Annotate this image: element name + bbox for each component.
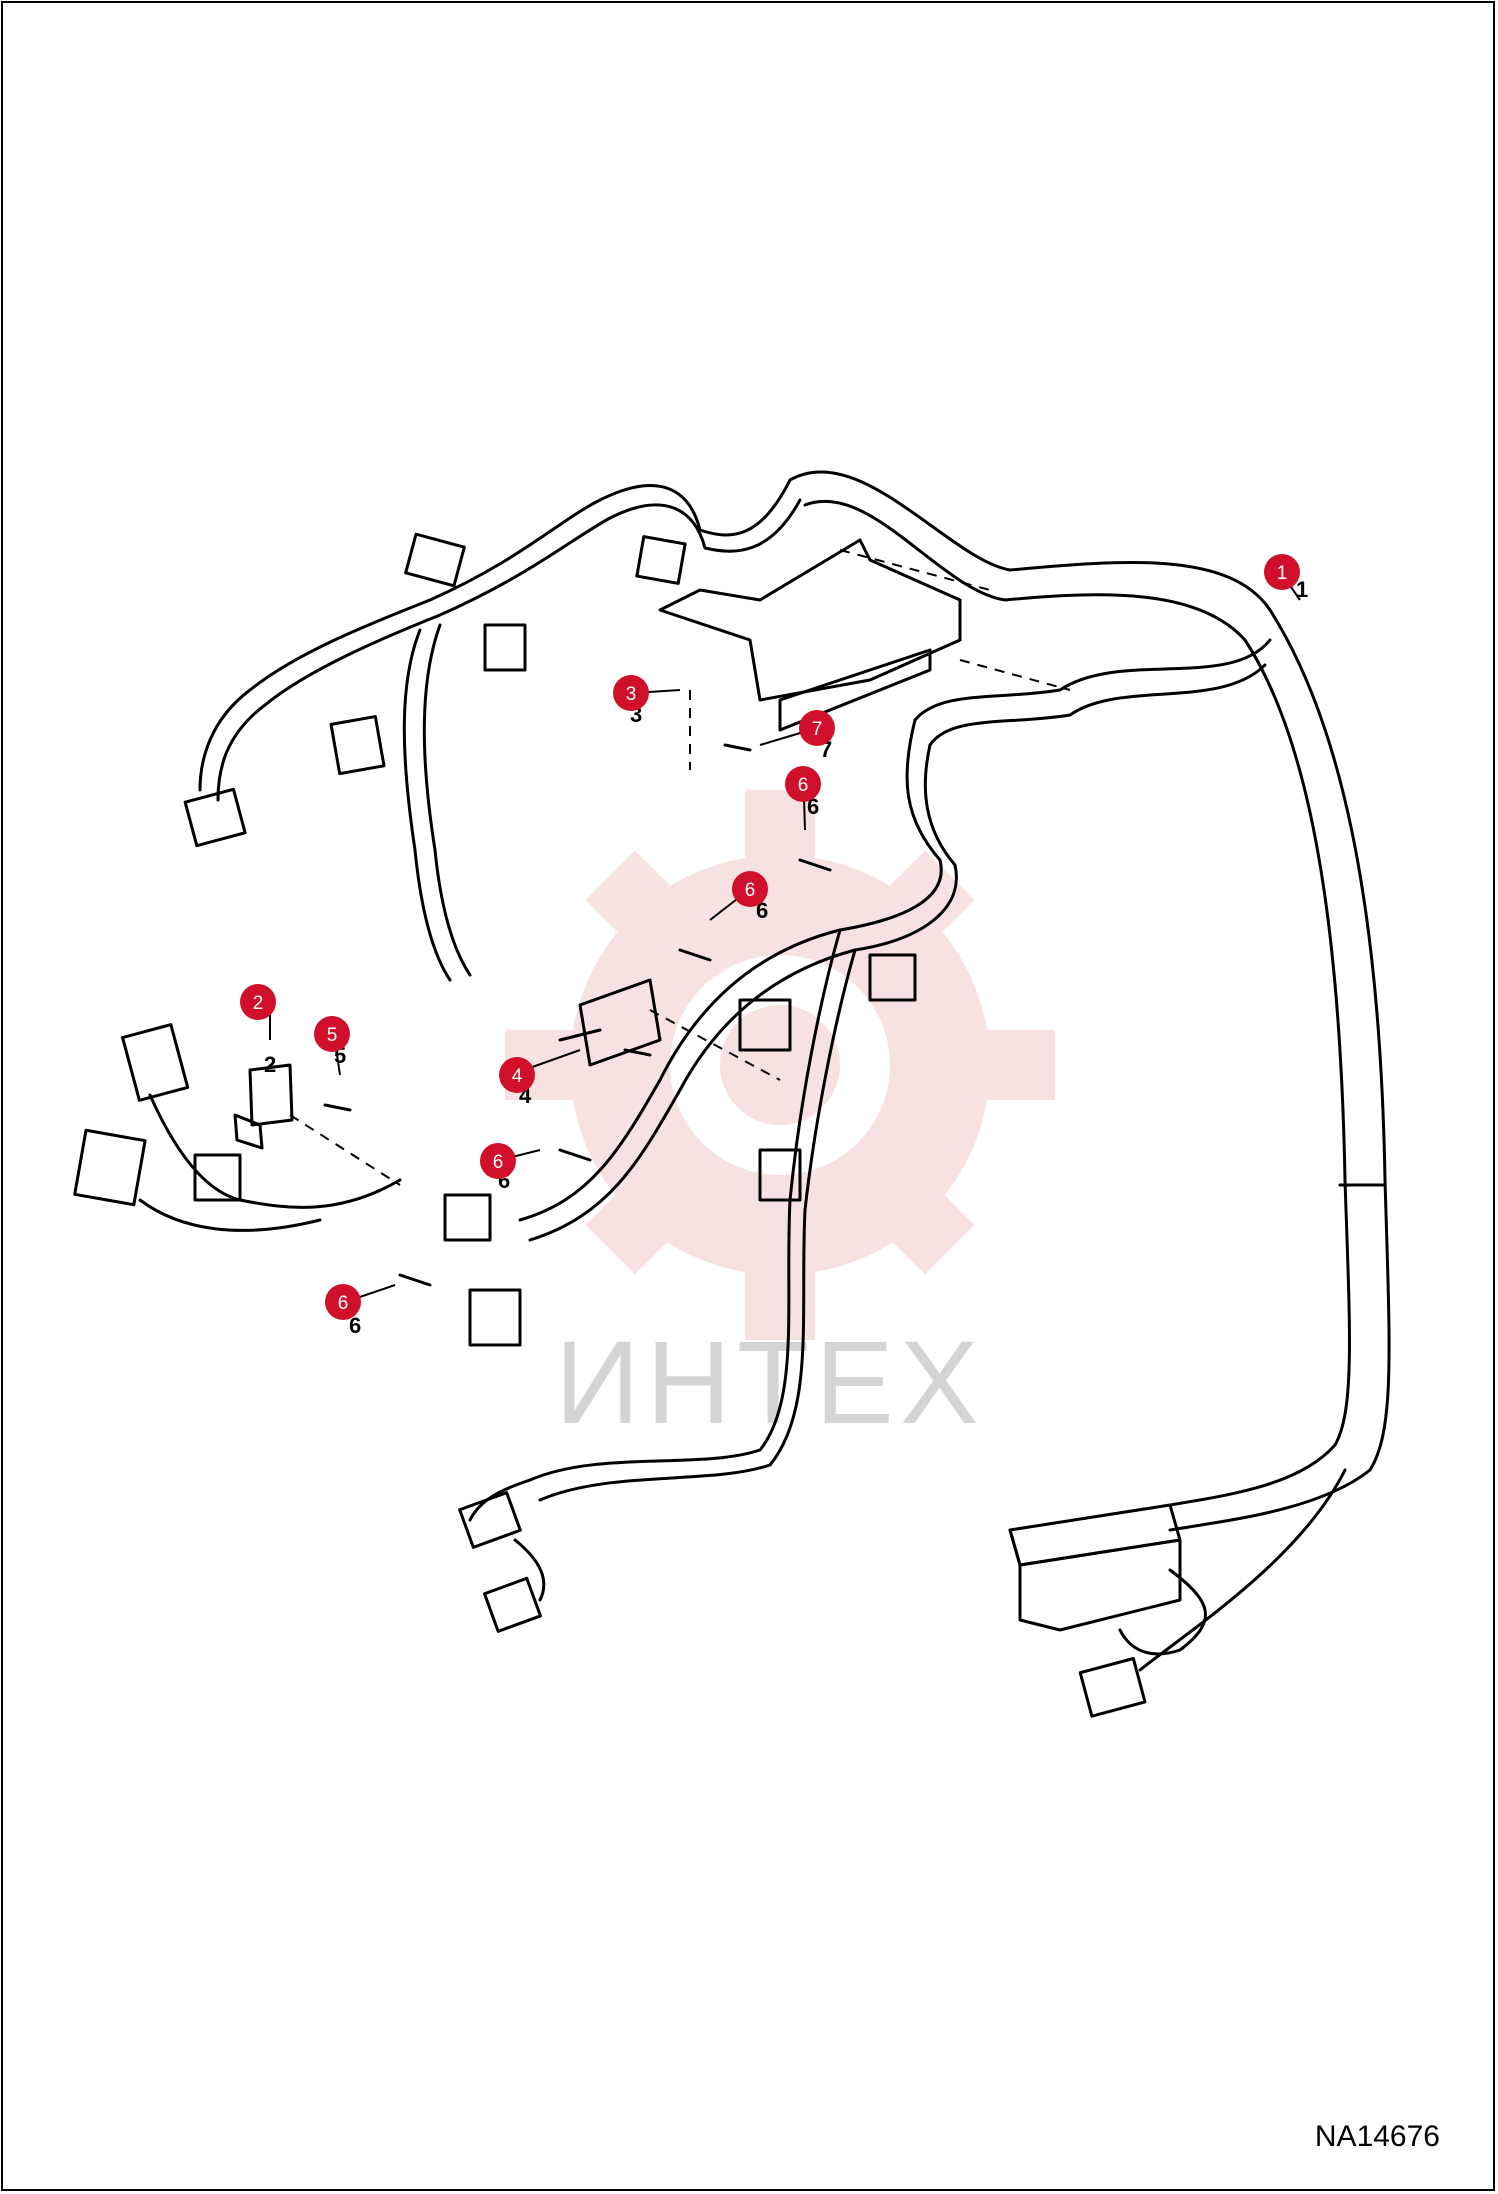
callout-1: 1 xyxy=(1264,554,1300,590)
callout-6a: 6 xyxy=(785,766,821,802)
left-connector-group xyxy=(73,1023,402,1232)
callout-markers: 1 2 3 4 5 6 6 6 xyxy=(240,554,1300,1320)
callout-6b: 6 xyxy=(732,871,768,907)
callout-2: 2 xyxy=(240,984,276,1020)
callout-6b-number: 6 xyxy=(745,880,756,901)
figure-id: NA14676 xyxy=(1314,2120,1440,2153)
callout-6c: 6 xyxy=(480,1143,516,1179)
small-bracket xyxy=(233,1063,294,1150)
main-harness-trunk xyxy=(788,470,1391,1532)
upper-injector-harness xyxy=(198,478,802,982)
callout-3-number: 3 xyxy=(626,684,637,705)
dashed-leaders xyxy=(289,549,1071,1186)
lower-connectors xyxy=(443,953,917,1633)
callout-7-number: 7 xyxy=(812,719,823,740)
part-label-1: 1 xyxy=(1296,577,1308,602)
callout-2-number: 2 xyxy=(253,993,264,1014)
watermark-gear-icon xyxy=(505,790,1055,1340)
part-label-6d: 6 xyxy=(349,1313,361,1338)
callout-3: 3 xyxy=(613,675,649,711)
center-bracket xyxy=(558,978,662,1067)
callout-6d: 6 xyxy=(325,1284,361,1320)
mounting-bracket xyxy=(658,538,962,732)
ecu-connector-block xyxy=(1008,1468,1347,1718)
injector-connector xyxy=(183,532,687,848)
callout-4-number: 4 xyxy=(512,1066,523,1087)
callout-4: 4 xyxy=(499,1057,535,1093)
callout-6d-number: 6 xyxy=(338,1293,349,1314)
callout-1-number: 1 xyxy=(1277,563,1288,584)
callout-5-number: 5 xyxy=(327,1025,338,1046)
part-label-2: 2 xyxy=(264,1052,276,1077)
callout-6a-number: 6 xyxy=(798,775,809,796)
front-harness-branch xyxy=(468,718,958,1522)
callout-6c-number: 6 xyxy=(493,1152,504,1173)
fasteners xyxy=(323,743,832,1287)
callout-7: 7 xyxy=(799,710,835,746)
callout-5: 5 xyxy=(314,1016,350,1052)
